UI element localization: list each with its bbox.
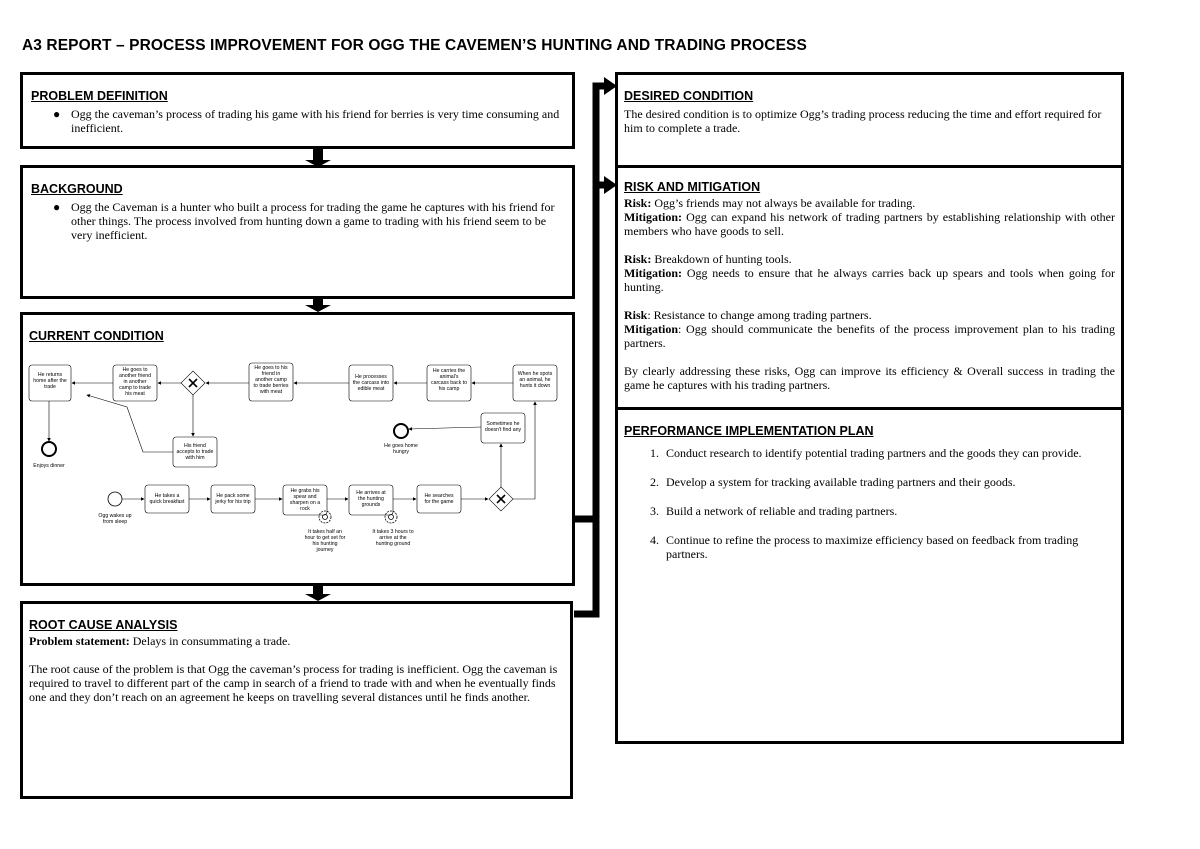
background-box: BACKGROUND ●Ogg the Caveman is a hunter … [20,165,575,299]
node-grabs [282,484,328,516]
plan-item: Build a network of reliable and trading … [662,504,1115,518]
desired-condition-box: DESIRED CONDITION The desired condition … [615,72,1124,168]
risk-body: Risk: Ogg’s friends may not always be av… [624,196,1115,392]
report-title: A3 REPORT – PROCESS IMPROVEMENT FOR OGG … [22,37,807,54]
root-cause-body: The root cause of the problem is that Og… [29,662,558,704]
risk-mitigation-box: RISK AND MITIGATION Risk: Ogg’s friends … [615,165,1124,410]
root-cause-box: ROOT CAUSE ANALYSIS Problem statement: D… [20,601,573,799]
desired-heading: DESIRED CONDITION [624,89,754,103]
problem-definition-box: PROBLEM DEFINITION ●Ogg the caveman’s pr… [20,72,575,149]
implementation-plan-box: PERFORMANCE IMPLEMENTATION PLAN Conduct … [615,407,1124,744]
end-event-hungry [393,423,409,439]
root-heading: ROOT CAUSE ANALYSIS [29,618,178,632]
node-goes-friend [248,362,294,402]
plan-item: Develop a system for tracking available … [662,475,1115,489]
desired-body: The desired condition is to optimize Ogg… [624,107,1102,135]
background-bullet: ●Ogg the Caveman is a hunter who built a… [53,200,555,242]
node-arrives [348,484,394,516]
problem-bullet: ●Ogg the caveman’s process of trading hi… [53,107,560,135]
lbl-returns: He returns [38,372,63,378]
current-condition-box: CURRENT CONDITION [20,312,575,586]
plan-list: Conduct research to identify potential t… [624,446,1115,561]
node-returns [28,364,72,402]
problem-statement: Problem statement: Delays in consummatin… [29,634,291,648]
node-sometimes [480,412,526,444]
plan-item: Continue to refine the process to maximi… [662,533,1115,561]
problem-heading: PROBLEM DEFINITION [31,89,168,103]
current-heading: CURRENT CONDITION [29,329,164,343]
plan-item: Conduct research to identify potential t… [662,446,1115,460]
risk-heading: RISK AND MITIGATION [624,180,761,194]
svg-text:Enjoys dinner: Enjoys dinner [33,463,65,469]
start-event [107,491,123,507]
end-event-dinner [41,441,57,457]
background-heading: BACKGROUND [31,182,123,196]
plan-heading: PERFORMANCE IMPLEMENTATION PLAN [624,424,874,438]
